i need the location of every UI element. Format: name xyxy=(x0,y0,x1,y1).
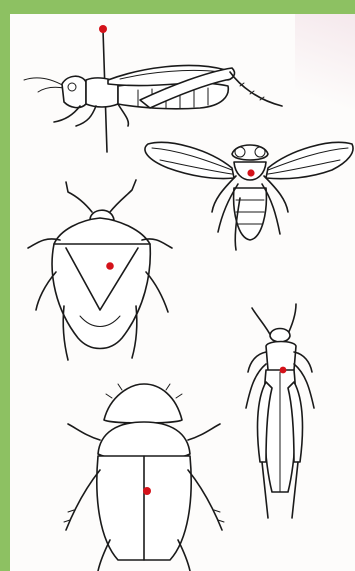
fly-pin-head xyxy=(247,169,254,176)
stink-bug-drawing xyxy=(28,180,172,360)
grasshopper-side-view-drawing xyxy=(24,25,282,152)
grasshopper-top-view-drawing xyxy=(246,304,314,518)
pin-head xyxy=(99,25,107,33)
grasshopper-top-pin-head xyxy=(280,367,287,374)
fly-drawing xyxy=(145,142,353,250)
beetle-pin-head xyxy=(143,487,151,495)
beetle-drawing xyxy=(64,384,224,571)
stink-bug-pin-head xyxy=(106,262,114,270)
